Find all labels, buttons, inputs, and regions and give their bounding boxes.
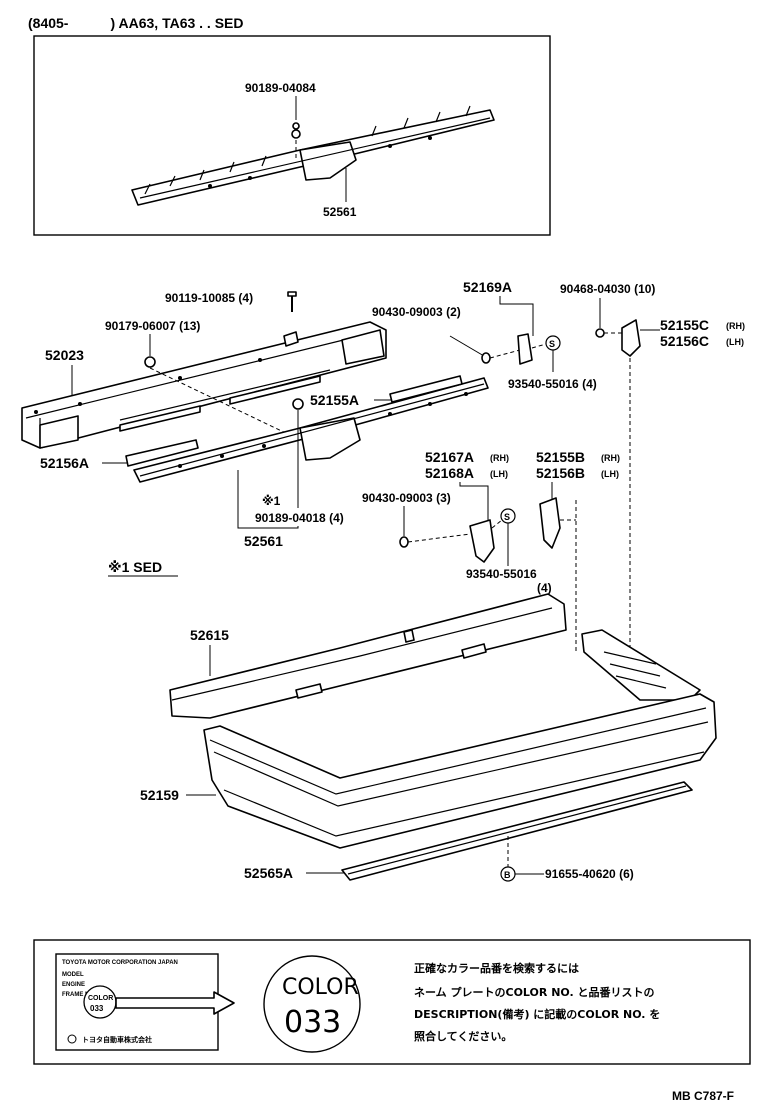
plate-color-number: 033 xyxy=(90,1004,104,1013)
plate-engine: ENGINE xyxy=(62,982,85,988)
part-52156C-label: 52156C xyxy=(660,333,709,349)
part-52167A-drawing xyxy=(469,519,495,563)
figure-code: MB C787-F xyxy=(672,1089,734,1103)
screw-93540-b-qty: (4) xyxy=(537,581,552,595)
color-circle-label: COLOR xyxy=(282,975,359,1000)
nut-91655-label: 91655-40620 (6) xyxy=(545,867,634,881)
part-52565A-label: 52565A xyxy=(244,865,293,881)
note-mark-1: ※1 xyxy=(262,494,281,508)
part-52169A-drawing xyxy=(517,333,533,365)
inset-part-52561-label: 52561 xyxy=(323,205,357,219)
part-52156B-label: 52156B xyxy=(536,465,585,481)
part-52561-drawing xyxy=(133,377,489,483)
bolt-90430-a-icon xyxy=(481,352,491,364)
bolt-90430-b-label: 90430-09003 (3) xyxy=(362,491,451,505)
part-52167A-label: 52167A xyxy=(425,449,474,465)
bolt-90189-label: 90189-04018 (4) xyxy=(255,511,344,525)
symbol-s-a: S xyxy=(549,339,555,349)
color-note-line-1: 正確なカラー品番を検索するには xyxy=(414,961,579,975)
part-52155B-drawing xyxy=(539,497,561,549)
part-52169A-label: 52169A xyxy=(463,279,512,295)
part-52155A-drawing xyxy=(389,375,463,403)
sed-note: ※1 SED xyxy=(108,559,162,575)
part-52615-drawing xyxy=(169,593,567,719)
part-52168A-label: 52168A xyxy=(425,465,474,481)
screw-93540-a-label: 93540-55016 (4) xyxy=(508,377,597,391)
part-52155C-drawing xyxy=(621,319,641,357)
bolt-90430-a-label: 90430-09003 (2) xyxy=(372,305,461,319)
plate-maker-line: TOYOTA MOTOR CORPORATION JAPAN xyxy=(62,960,178,966)
arrow-right-icon xyxy=(115,991,235,1015)
part-52159-label: 52159 xyxy=(140,787,179,803)
plate-color-label: COLOR xyxy=(88,995,113,1002)
plate-model: MODEL xyxy=(62,972,84,978)
part-52168A-side: (LH) xyxy=(490,469,508,479)
inset-frame xyxy=(33,35,551,236)
part-52155C-label: 52155C xyxy=(660,317,709,333)
symbol-b: B xyxy=(504,870,511,880)
part-52167A-side: (RH) xyxy=(490,453,509,463)
part-52155B-side: (RH) xyxy=(601,453,620,463)
plate-frame: FRAME No. xyxy=(62,992,95,998)
part-52155A-label: 52155A xyxy=(310,392,359,408)
bolt-90119-icon xyxy=(287,291,297,312)
bolt-90189-icon xyxy=(292,398,304,410)
color-info-frame xyxy=(33,939,751,1065)
part-52159-drawing xyxy=(203,693,717,849)
part-52156A-drawing xyxy=(125,439,199,467)
bolt-90430-b-icon xyxy=(399,536,409,548)
part-52561-label: 52561 xyxy=(244,533,283,549)
inset-header: (8405- ) AA63, TA63 . . SED xyxy=(28,15,244,31)
inset-reinforcement-drawing xyxy=(131,105,495,206)
part-52156C-side: (LH) xyxy=(726,337,744,347)
inset-bolt-label: 90189-04084 xyxy=(245,81,316,95)
part-52156A-label: 52156A xyxy=(40,455,89,471)
nut-90179-icon xyxy=(144,356,156,368)
bolt-90119-label: 90119-10085 (4) xyxy=(165,291,253,305)
part-52023-label: 52023 xyxy=(45,347,84,363)
color-note-line-4: 照合してください。 xyxy=(414,1029,512,1043)
nut-90179-label: 90179-06007 (13) xyxy=(105,319,200,333)
part-52155B-label: 52155B xyxy=(536,449,585,465)
side-support-drawing xyxy=(581,629,701,701)
part-52023-drawing xyxy=(21,321,387,449)
part-52615-label: 52615 xyxy=(190,627,229,643)
clip-90468-label: 90468-04030 (10) xyxy=(560,282,655,296)
part-52155C-side: (RH) xyxy=(726,321,745,331)
color-note-line-3: DESCRIPTION(備考) に記載のCOLOR NO. を xyxy=(414,1007,660,1021)
screw-93540-b-label: 93540-55016 xyxy=(466,567,537,581)
color-note-line-2: ネーム プレートのCOLOR NO. と品番リストの xyxy=(414,985,655,999)
color-circle xyxy=(263,955,361,1053)
plate-maker-jp: トヨタ自動車株式会社 xyxy=(82,1035,152,1044)
symbol-s-b: S xyxy=(504,512,510,522)
part-52156B-side: (LH) xyxy=(601,469,619,479)
color-circle-number: 033 xyxy=(284,1005,341,1040)
part-52565A-drawing xyxy=(341,781,693,881)
clip-90468-icon xyxy=(595,328,605,338)
